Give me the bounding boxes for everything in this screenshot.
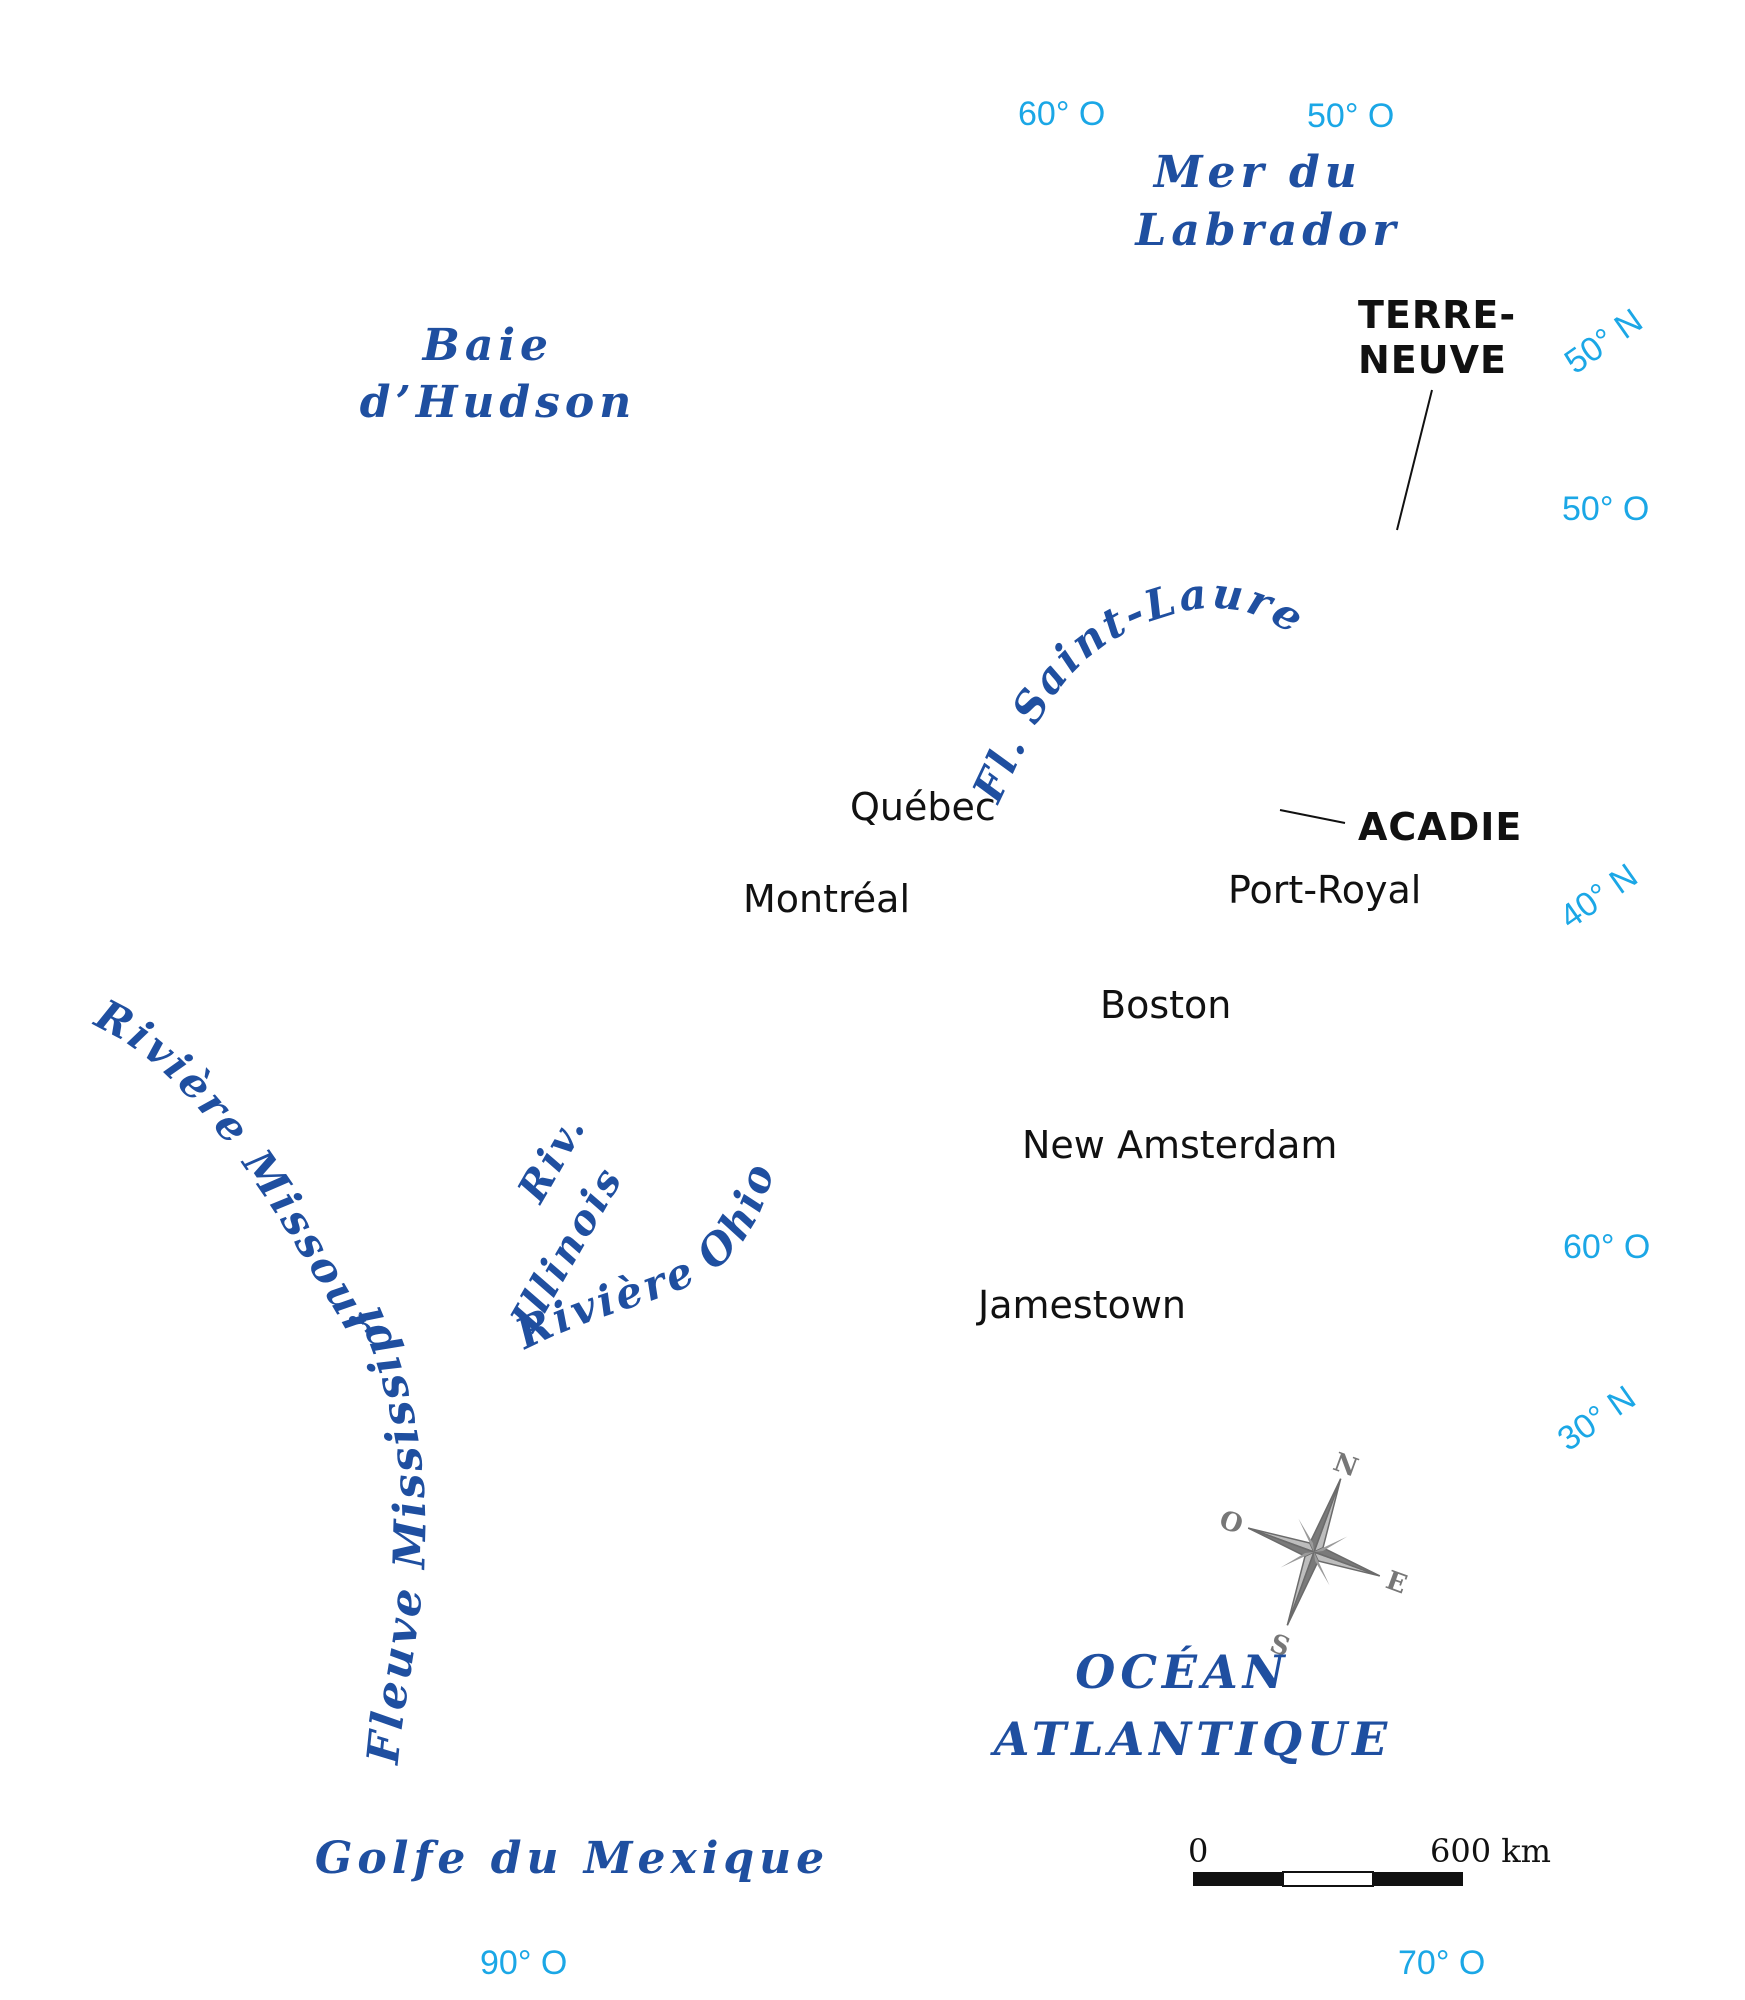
coord-right-50w: 50° O — [1562, 490, 1649, 528]
atlantic-ocean-label: OCÉAN ATLANTIQUE — [990, 1644, 1392, 1766]
coord-bottom-90w: 90° O — [480, 1944, 567, 1982]
scale-bar: 0 600 km — [1188, 1832, 1551, 1887]
coord-right-50n: 50° N — [1558, 301, 1650, 381]
scale-segment-2 — [1282, 1871, 1374, 1887]
saint-laurent-river-label: Fl. Saint-Laurent — [0, 0, 1315, 810]
missouri-river-label: Rivière Missouri — [0, 0, 387, 1347]
city-new-amsterdam: New Amsterdam — [1022, 1123, 1337, 1167]
coord-right-60w: 60° O — [1563, 1228, 1650, 1266]
coord-bottom-70w: 70° O — [1398, 1944, 1485, 1982]
hudson-bay-line-1: Baie — [421, 320, 553, 371]
compass-e: E — [1382, 1566, 1411, 1601]
terre-neuve-label: TERRE- NEUVE — [1358, 293, 1530, 382]
labrador-sea-line-1: Mer du — [1152, 147, 1362, 198]
hudson-bay-line-2: d’Hudson — [360, 377, 637, 428]
scale-end-label: 600 km — [1430, 1832, 1551, 1870]
city-quebec: Québec — [850, 785, 996, 829]
scale-segment-1 — [1193, 1872, 1283, 1886]
scale-start-label: 0 — [1188, 1832, 1208, 1870]
atlantic-line-1: OCÉAN — [1075, 1644, 1289, 1699]
coord-top-60w: 60° O — [1018, 95, 1105, 133]
terre-neuve-line-2: NEUVE — [1358, 338, 1507, 382]
compass-rose: N E S O — [1215, 1447, 1411, 1663]
terre-neuve-leader-line — [1396, 389, 1433, 531]
acadie-label: ACADIE — [1358, 805, 1522, 849]
coord-right-30n: 30° N — [1551, 1378, 1643, 1458]
city-jamestown: Jamestown — [976, 1283, 1186, 1327]
coord-right-40n: 40° N — [1553, 856, 1645, 936]
labrador-sea-label: Mer du Labrador — [1133, 147, 1400, 256]
labrador-sea-line-2: Labrador — [1133, 205, 1400, 256]
acadie-leader-line — [1279, 809, 1346, 824]
scale-segment-3 — [1373, 1872, 1463, 1886]
mississippi-textpath: Fleuve Mississipi — [340, 1296, 434, 1768]
compass-star-icon — [1247, 1478, 1381, 1626]
compass-w: O — [1215, 1505, 1247, 1541]
compass-n: N — [1329, 1447, 1362, 1483]
city-montreal: Montréal — [743, 877, 910, 921]
city-port-royal: Port-Royal — [1228, 868, 1421, 912]
saint-laurent-textpath: Fl. Saint-Laurent — [0, 0, 1312, 810]
city-boston: Boston — [1100, 983, 1231, 1027]
coord-top-50w: 50° O — [1307, 97, 1394, 135]
terre-neuve-line-1: TERRE- — [1358, 293, 1516, 337]
mississippi-river-label: Fleuve Mississipi — [340, 1296, 437, 1768]
missouri-textpath: Rivière Missouri — [0, 0, 384, 1347]
hudson-bay-label: Baie d’Hudson — [360, 320, 637, 428]
gulf-of-mexico-label: Golfe du Mexique — [315, 1833, 829, 1884]
atlantic-line-2: ATLANTIQUE — [990, 1712, 1392, 1766]
